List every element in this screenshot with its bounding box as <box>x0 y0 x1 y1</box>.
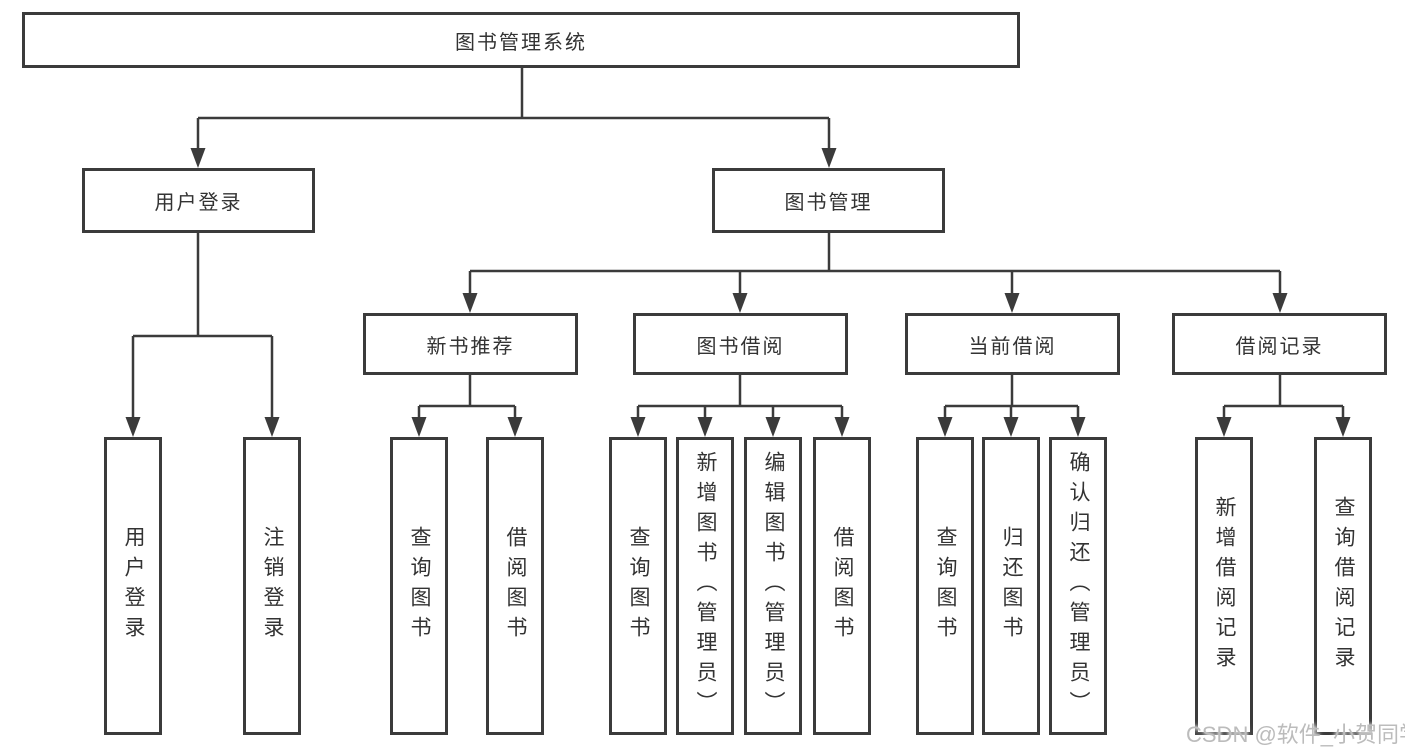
node-library-system-label: 图书管理系统 <box>455 31 587 54</box>
node-new-book-recommend: 新书推荐 <box>363 313 578 375</box>
node-borrowing-records-label: 借阅记录 <box>1235 335 1324 358</box>
node-borrowing-records: 借阅记录 <box>1172 313 1387 375</box>
leaf-user-login-label: 用户登录 <box>122 526 145 646</box>
csdn-watermark: CSDN @软件_小贺同学 <box>1186 722 1405 747</box>
leaf-user-login: 用户登录 <box>104 437 162 735</box>
leaf-query-books-recommend-label: 查询图书 <box>408 526 431 646</box>
leaf-add-borrow-record: 新增借阅记录 <box>1195 437 1253 735</box>
leaf-query-books-recommend: 查询图书 <box>390 437 448 735</box>
leaf-borrow-books-recommend-label: 借阅图书 <box>504 526 527 646</box>
leaf-borrow-books: 借阅图书 <box>813 437 871 735</box>
leaf-query-books-borrow-label: 查询图书 <box>627 526 650 646</box>
leaf-add-books-admin: 新增图书（管理员） <box>676 437 734 735</box>
node-user-login-group-label: 用户登录 <box>154 192 243 214</box>
leaf-add-books-admin-label: 新增图书（管理员） <box>694 451 717 721</box>
leaf-borrow-books-recommend: 借阅图书 <box>486 437 544 735</box>
leaf-return-books-label: 归还图书 <box>1000 526 1023 646</box>
node-current-borrowing: 当前借阅 <box>905 313 1120 375</box>
leaf-query-books-current: 查询图书 <box>916 437 974 735</box>
leaf-query-books-current-label: 查询图书 <box>934 526 957 646</box>
node-library-system: 图书管理系统 <box>22 12 1020 68</box>
leaf-add-borrow-record-label: 新增借阅记录 <box>1213 496 1236 676</box>
node-book-management: 图书管理 <box>712 168 945 233</box>
leaf-confirm-return-admin: 确认归还（管理员） <box>1049 437 1107 735</box>
leaf-logout-label: 注销登录 <box>261 526 284 646</box>
node-current-borrowing-label: 当前借阅 <box>968 335 1057 358</box>
node-book-borrowing-label: 图书借阅 <box>696 335 785 358</box>
leaf-query-borrow-record-label: 查询借阅记录 <box>1332 496 1355 676</box>
leaf-edit-books-admin-label: 编辑图书（管理员） <box>762 451 785 721</box>
leaf-confirm-return-admin-label: 确认归还（管理员） <box>1067 451 1090 721</box>
leaf-logout: 注销登录 <box>243 437 301 735</box>
leaf-edit-books-admin: 编辑图书（管理员） <box>744 437 802 735</box>
node-book-borrowing: 图书借阅 <box>633 313 848 375</box>
leaf-query-borrow-record: 查询借阅记录 <box>1314 437 1372 735</box>
leaf-query-books-borrow: 查询图书 <box>609 437 667 735</box>
leaf-borrow-books-label: 借阅图书 <box>831 526 854 646</box>
leaf-return-books: 归还图书 <box>982 437 1040 735</box>
node-user-login-group: 用户登录 <box>82 168 315 233</box>
node-new-book-recommend-label: 新书推荐 <box>426 335 515 358</box>
node-book-management-label: 图书管理 <box>784 192 873 214</box>
